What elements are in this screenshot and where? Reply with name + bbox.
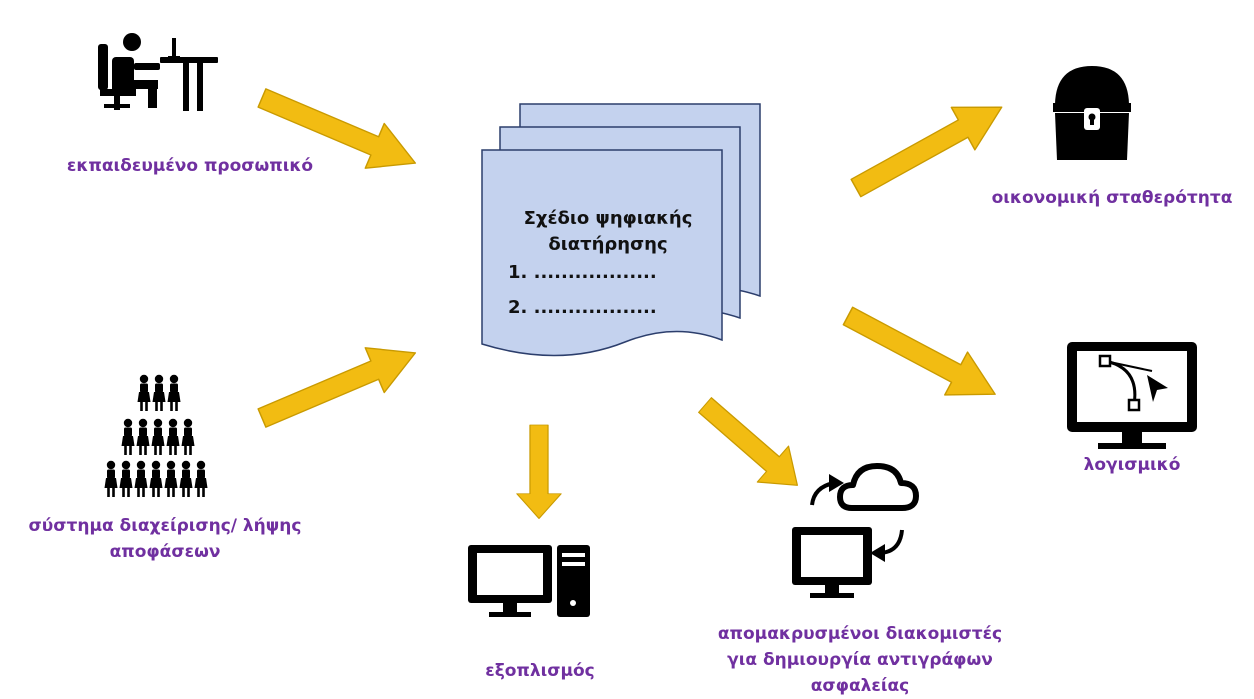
arrow-plan-to-equipment [516, 424, 562, 520]
cloud-sync-computer-icon [792, 463, 919, 598]
arrow-decision-to-plan [251, 329, 426, 442]
decision-label-line2: αποφάσεων [109, 542, 221, 562]
plan-document-stack [481, 103, 761, 357]
remote-label-line3: ασφαλείας [810, 676, 910, 696]
remote-label-line2: για δημιουργία αντιγράφων [727, 650, 993, 670]
plan-item-1: 1. .................. [508, 262, 657, 283]
people-pyramid-icon [104, 374, 208, 497]
staff-label: εκπαιδευμένο προσωπικό [66, 156, 314, 176]
decision-label-line1: σύστημα διαχείρισης/ λήψης [28, 516, 302, 536]
remote-label-line1: απομακρυσμένοι διακομιστές [717, 624, 1003, 644]
monitor-vector-software-icon [1067, 342, 1197, 449]
arrow-plan-to-software [835, 293, 1008, 417]
plan-document-title: Σχέδιο ψηφιακής διατήρησης [523, 208, 693, 255]
document-page-front [481, 149, 723, 357]
finance-label: οικονομική σταθερότητα [991, 188, 1233, 208]
treasure-chest-icon [1053, 66, 1131, 160]
desktop-computer-icon [468, 545, 590, 617]
software-label: λογισμικό [1083, 455, 1181, 475]
arrow-plan-to-remote [688, 386, 814, 504]
person-at-desk-icon [98, 33, 218, 111]
equipment-label: εξοπλισμός [485, 661, 595, 681]
plan-item-2: 2. .................. [508, 297, 657, 318]
